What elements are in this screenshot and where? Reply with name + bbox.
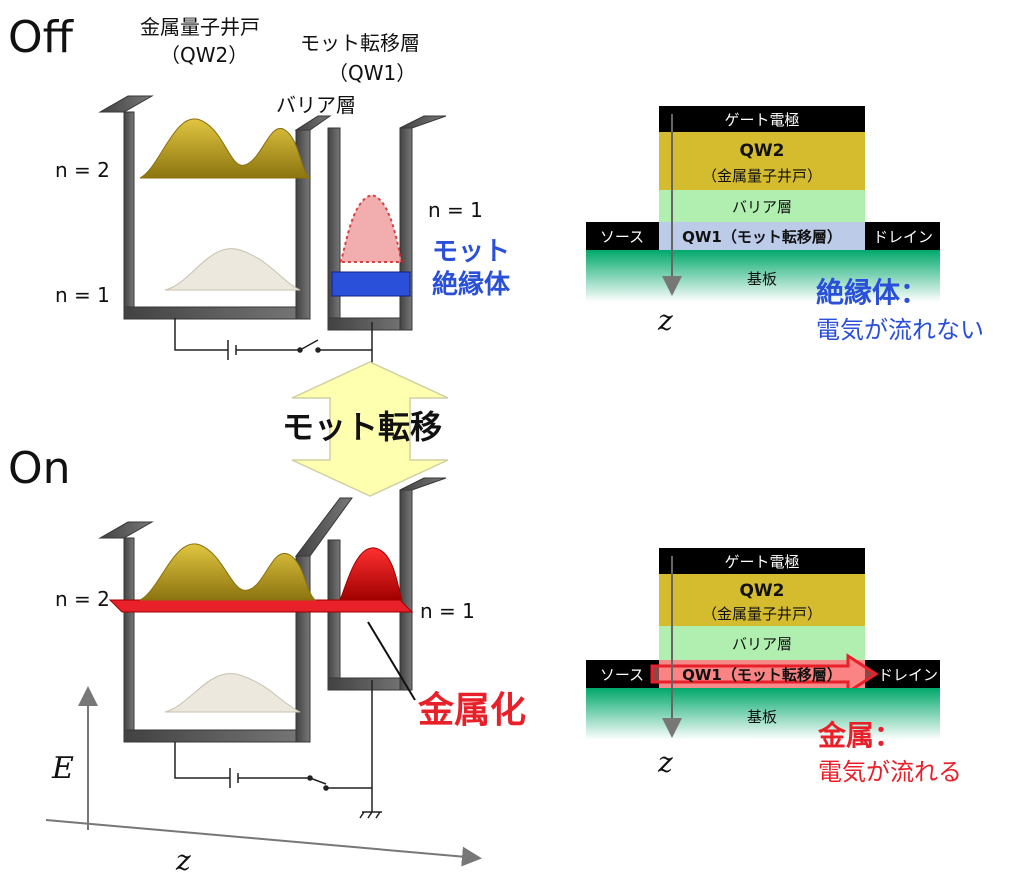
qw1-sub-label: （QW1） [328, 61, 416, 85]
mott-insulator-label-line1: モット [432, 237, 510, 267]
metallization-pointer [367, 621, 416, 701]
qw2-label: 金属量子井戸 [140, 15, 260, 39]
device-off-z-label: z [657, 304, 673, 337]
device-off-barrier: バリア層 [732, 198, 792, 216]
device-on-source: ソース [600, 666, 644, 684]
qw2-n2-wavefunction-on [139, 543, 317, 601]
device-stack-off: ゲート電極 QW2 （金属量子井戸） バリア層 ソース QW1（モット転移層） … [586, 106, 940, 337]
off-state-label: Off [8, 12, 75, 63]
device-off-qw1: QW1（モット転移層） [682, 228, 842, 246]
device-off-drain: ドレイン [873, 228, 933, 246]
device-on-qw1: QW1（モット転移層） [682, 666, 842, 684]
qw1-n1-wavefunction-on [339, 547, 403, 601]
qw2-n1-wavefunction-on [164, 672, 301, 713]
qw1-n1-wavefunction-off [338, 193, 404, 263]
metallization-label: 金属化 [417, 689, 526, 731]
qw1-label: モット転移層 [300, 31, 420, 55]
metal-state-title: 金属： [817, 719, 902, 752]
device-on-qw2: QW2 [739, 581, 784, 601]
qw2-sub-label: （QW2） [160, 43, 248, 67]
on-state-label: On [8, 443, 71, 494]
on-qw1-n1-label: n = 1 [420, 599, 475, 623]
device-on-gate: ゲート電極 [724, 553, 799, 571]
device-on-qw2-sub: （金属量子井戸） [702, 605, 822, 623]
device-off-qw2: QW2 [739, 141, 784, 161]
gate-circuit-off [174, 318, 382, 379]
qw2-well-off [98, 95, 332, 320]
z-axis [45, 819, 482, 867]
device-off-qw2-sub: （金属量子井戸） [702, 167, 822, 185]
metal-state-desc: 電気が流れる [818, 758, 962, 786]
energy-axis-label: E [51, 751, 74, 786]
device-off-gate: ゲート電極 [724, 111, 799, 129]
insulator-state-desc: 電気が流れない [816, 316, 984, 344]
gate-circuit-on [174, 680, 382, 819]
insulator-state-title: 絶縁体： [816, 276, 928, 309]
off-n2-label: n = 2 [55, 158, 110, 182]
device-on-z-label: z [657, 746, 673, 779]
device-off-source: ソース [600, 228, 644, 246]
mott-transition-arrow [291, 361, 449, 497]
mott-insulator-label-line2: 絶縁体 [432, 269, 511, 300]
qw2-n2-wavefunction-off [139, 118, 312, 179]
qw1-well-on [327, 477, 447, 691]
device-on-substrate: 基板 [747, 708, 777, 726]
current-flow-arrow [650, 653, 879, 695]
qw2-n1-wavefunction-off [164, 248, 301, 291]
device-stack-on: ゲート電極 QW2 （金属量子井戸） バリア層 ソース QW1（モット転移層） … [586, 548, 940, 779]
off-qw1-n1-label: n = 1 [428, 198, 483, 222]
barrier-label: バリア層 [276, 93, 356, 117]
on-n2-label: n = 2 [55, 587, 110, 611]
mott-insulator-band [331, 271, 411, 297]
device-on-barrier: バリア層 [732, 635, 792, 653]
mott-transition-label: モット転移 [282, 408, 442, 446]
device-on-drain: ドレイン [878, 666, 938, 684]
device-off-substrate: 基板 [747, 270, 777, 288]
off-n1-label: n = 1 [55, 283, 110, 307]
metallic-red-band [108, 599, 414, 613]
z-axis-label: z [175, 844, 191, 875]
